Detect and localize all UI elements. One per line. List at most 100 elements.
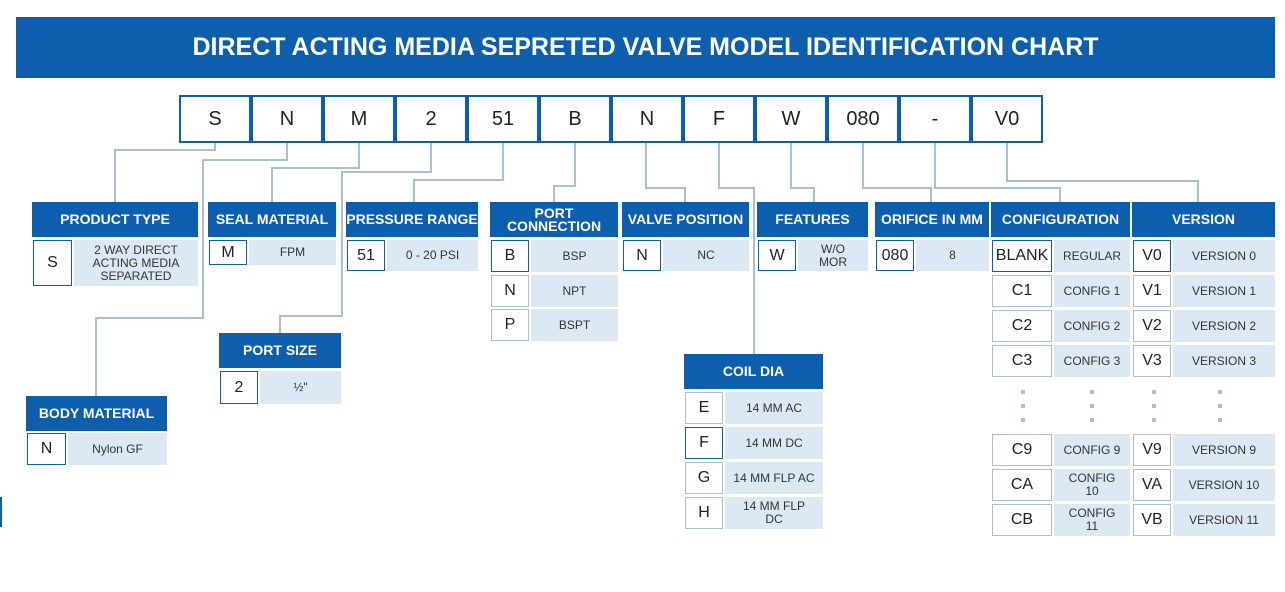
ellipsis-dot (1021, 390, 1025, 394)
configuration-description: CONFIG 10 (1054, 469, 1130, 501)
edge-marker (0, 497, 2, 527)
pressure-range-description: 0 - 20 PSI (387, 240, 478, 271)
coil-dia-description: 14 MM FLP DC (725, 497, 823, 529)
version-code: V1 (1133, 275, 1171, 307)
configuration-description: CONFIG 3 (1054, 345, 1130, 377)
version-description: VERSION 9 (1173, 434, 1275, 466)
connector-line (718, 143, 755, 354)
ellipsis-dot (1218, 418, 1222, 422)
coil-dia-header: COIL DIA (684, 354, 823, 389)
features-description: W/O MOR (798, 240, 868, 271)
coil-dia-code: H (685, 497, 723, 529)
orifice-header: ORIFICE IN MM (875, 202, 989, 237)
ellipsis-dot (1090, 404, 1094, 408)
ellipsis-dot (1021, 418, 1025, 422)
product-type-code: S (33, 240, 72, 286)
port-size-header: PORT SIZE (219, 333, 341, 368)
orifice-code: 080 (876, 240, 914, 271)
ellipsis-dot (1218, 404, 1222, 408)
orifice-description: 8 (916, 240, 989, 271)
connector-line (934, 143, 1061, 202)
seal-material-header: SEAL MATERIAL (208, 202, 336, 237)
port-connection-description: BSP (531, 240, 618, 272)
coil-dia-code: E (685, 392, 723, 424)
connector-line (95, 143, 288, 396)
model-code-box: V0 (971, 95, 1043, 143)
connector-line (862, 143, 932, 202)
configuration-code: C1 (992, 275, 1052, 307)
configuration-code: C3 (992, 345, 1052, 377)
ellipsis-dot (1021, 404, 1025, 408)
body-material-header: BODY MATERIAL (26, 396, 167, 431)
configuration-description: REGULAR (1054, 240, 1130, 272)
body-material-code: N (27, 433, 66, 465)
valve-position-description: NC (663, 240, 749, 271)
valve-position-code: N (623, 240, 661, 271)
model-code-box: 2 (395, 95, 467, 143)
configuration-code: CB (992, 504, 1052, 536)
model-code-box: F (683, 95, 755, 143)
model-code-box: M (323, 95, 395, 143)
product-type-description: 2 WAY DIRECT ACTING MEDIA SEPARATED (74, 240, 198, 286)
connector-line (645, 143, 686, 202)
version-code: V3 (1133, 345, 1171, 377)
connector-line (114, 143, 216, 202)
model-code-box: N (251, 95, 323, 143)
product-type-header: PRODUCT TYPE (32, 202, 198, 237)
coil-dia-description: 14 MM DC (725, 427, 823, 459)
version-description: VERSION 10 (1173, 469, 1275, 501)
version-code: V0 (1133, 240, 1171, 272)
ellipsis-dot (1152, 390, 1156, 394)
configuration-description: CONFIG 9 (1054, 434, 1130, 466)
version-description: VERSION 3 (1173, 345, 1275, 377)
port-connection-code: N (491, 275, 529, 307)
port-connection-header: PORT CONNECTION (490, 202, 618, 237)
configuration-code: BLANK (992, 240, 1052, 272)
ellipsis-dot (1152, 418, 1156, 422)
configuration-code: C9 (992, 434, 1052, 466)
connector-line (790, 143, 815, 202)
seal-material-description: FPM (249, 240, 336, 265)
port-size-code: 2 (220, 371, 258, 404)
version-description: VERSION 2 (1173, 310, 1275, 342)
version-code: V9 (1133, 434, 1171, 466)
connector-line (279, 143, 432, 333)
configuration-code: C2 (992, 310, 1052, 342)
features-header: FEATURES (757, 202, 868, 237)
configuration-header: CONFIGURATION (991, 202, 1130, 237)
model-code-box: N (611, 95, 683, 143)
connector-line (413, 143, 504, 202)
connector-line (553, 143, 576, 202)
version-description: VERSION 11 (1173, 504, 1275, 536)
features-code: W (758, 240, 796, 271)
coil-dia-code: G (685, 462, 723, 494)
port-connection-code: B (491, 240, 529, 272)
model-code-box: 080 (827, 95, 899, 143)
pressure-range-header: PRESSURE RANGE (346, 202, 478, 237)
version-code: VB (1133, 504, 1171, 536)
configuration-description: CONFIG 2 (1054, 310, 1130, 342)
connector-line (1006, 143, 1199, 202)
port-connection-code: P (491, 309, 529, 341)
model-code-box: - (899, 95, 971, 143)
model-code-box: 51 (467, 95, 539, 143)
body-material-description: Nylon GF (68, 433, 167, 465)
port-connection-description: NPT (531, 275, 618, 307)
version-code: V2 (1133, 310, 1171, 342)
version-description: VERSION 0 (1173, 240, 1275, 272)
model-code-box: B (539, 95, 611, 143)
version-header: VERSION (1132, 202, 1275, 237)
valve-position-header: VALVE POSITION (622, 202, 749, 237)
chart-title: DIRECT ACTING MEDIA SEPRETED VALVE MODEL… (16, 17, 1275, 78)
ellipsis-dot (1090, 390, 1094, 394)
configuration-description: CONFIG 1 (1054, 275, 1130, 307)
model-code-box: S (179, 95, 251, 143)
connector-line (271, 143, 360, 202)
coil-dia-description: 14 MM AC (725, 392, 823, 424)
port-connection-description: BSPT (531, 309, 618, 341)
ellipsis-dot (1090, 418, 1094, 422)
configuration-description: CONFIG 11 (1054, 504, 1130, 536)
port-size-description: ½" (260, 371, 341, 404)
